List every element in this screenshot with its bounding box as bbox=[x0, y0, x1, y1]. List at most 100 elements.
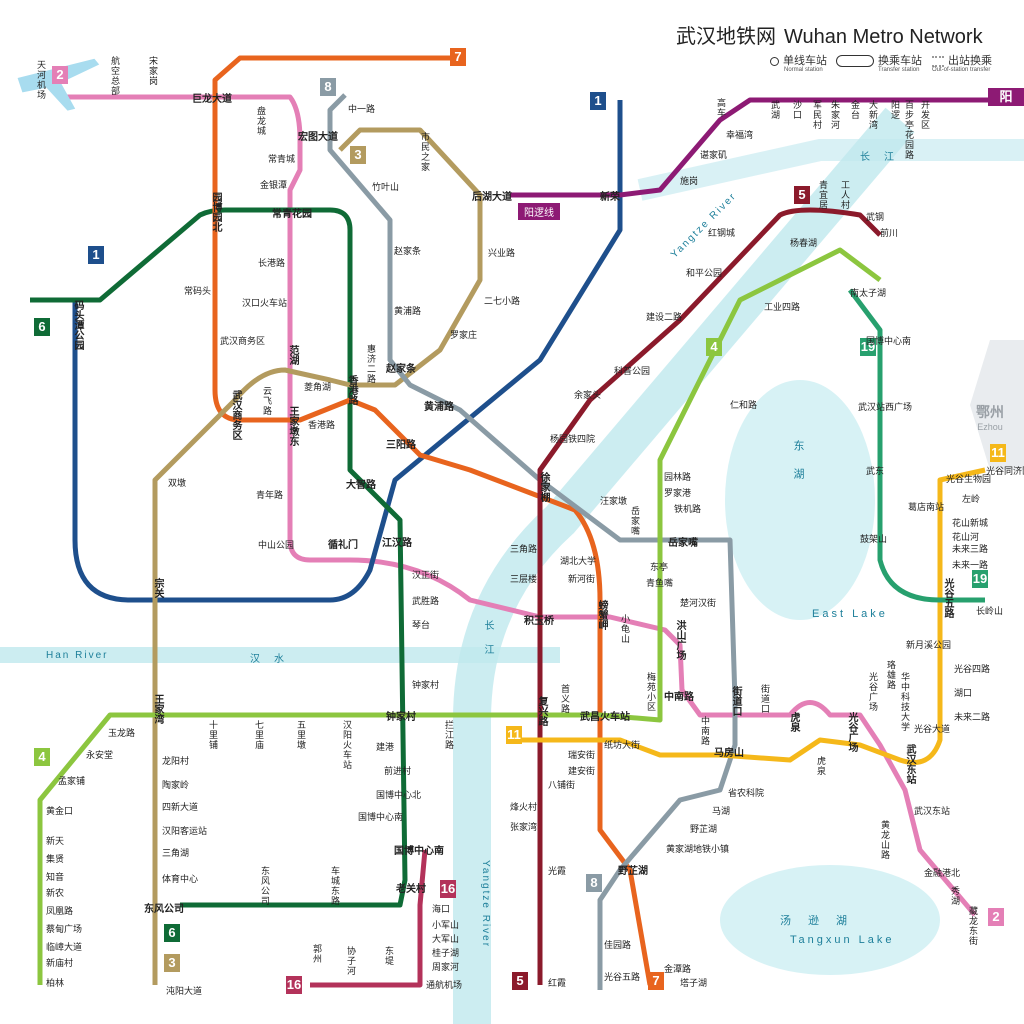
station-baotongsi[interactable]: 中南路 bbox=[700, 716, 710, 746]
station-zhujiahe[interactable]: 谌家矶 bbox=[700, 150, 728, 160]
station-wudong[interactable]: 国博中心南 bbox=[866, 336, 912, 346]
transfer-zongguan[interactable]: 宗关 bbox=[152, 578, 163, 598]
station-jiayuan[interactable]: 光谷大道 bbox=[914, 724, 951, 734]
station-bolin[interactable]: 柏林 bbox=[46, 978, 65, 988]
line-badge-19[interactable]: 19 bbox=[860, 338, 876, 356]
station-huiji2[interactable]: 惠济二路 bbox=[366, 344, 376, 384]
station-guanggu-avenue[interactable]: 华中科技大学 bbox=[900, 672, 910, 732]
station-sanjiaohu[interactable]: 三角湖 bbox=[162, 848, 190, 858]
station-hanyang-bus[interactable]: 汉阳客运站 bbox=[162, 826, 208, 836]
station-xudong[interactable]: 汪家墩 bbox=[600, 496, 628, 506]
station-zhifang[interactable]: 金潭路 bbox=[664, 964, 692, 974]
station-zhongshan[interactable]: 中山公园 bbox=[258, 540, 295, 550]
station-junmin[interactable]: 朱家河 bbox=[830, 100, 840, 130]
station-wusheng[interactable]: 琴台 bbox=[412, 620, 431, 630]
transfer-xunlimen[interactable]: 循礼门 bbox=[328, 540, 358, 551]
station-jixian[interactable]: 集贤 bbox=[46, 854, 65, 864]
station-gaoche[interactable]: 武湖 bbox=[770, 100, 780, 120]
transfer-fanhu[interactable]: 范湖 bbox=[287, 345, 298, 365]
transfer-xianggang[interactable]: 香港路 bbox=[346, 375, 357, 405]
transfer-guanggu-5th[interactable]: 光谷五路 bbox=[942, 578, 953, 618]
station-linzhang[interactable]: 临嶂大道 bbox=[46, 942, 83, 952]
station-gujiashan[interactable]: 武汉站西广场 bbox=[858, 402, 913, 412]
station-guobo-north[interactable]: 国博中心南 bbox=[358, 812, 404, 822]
station-tiejilu[interactable]: 铁机路 bbox=[674, 504, 702, 514]
transfer-yuejiazui[interactable]: 岳家嘴 bbox=[668, 538, 698, 549]
station-changlingshan[interactable]: 花山新城 bbox=[952, 518, 989, 528]
station-wugang[interactable]: 武钢 bbox=[866, 212, 885, 222]
station-jianan[interactable]: 建安街 bbox=[568, 766, 596, 776]
station-jiangcheng-ave[interactable]: 车城东路 bbox=[330, 866, 340, 906]
station-shengnongke[interactable]: 野芷湖 bbox=[690, 824, 718, 834]
station-qinglong[interactable]: 高车 bbox=[716, 98, 726, 118]
transfer-jianghan[interactable]: 江汉路 bbox=[382, 538, 412, 549]
station-qilimiao[interactable]: 七里庙 bbox=[254, 720, 264, 750]
station-fenglin[interactable]: 桂子湖 bbox=[432, 948, 460, 958]
station-shakou[interactable]: 军民村 bbox=[812, 100, 822, 130]
transfer-xujiapeng[interactable]: 徐家棚 bbox=[538, 472, 549, 502]
line-badge-7-b[interactable]: 7 bbox=[648, 972, 664, 990]
station-tiyu[interactable]: 体育中心 bbox=[162, 874, 199, 884]
station-qianjin[interactable]: 国博中心北 bbox=[376, 790, 422, 800]
station-zhongyi[interactable]: 赵家条 bbox=[394, 246, 422, 256]
transfer-wuhan-east[interactable]: 武汉东站 bbox=[904, 744, 915, 784]
line-badge-4[interactable]: 4 bbox=[706, 338, 722, 356]
station-hukou[interactable]: 未来二路 bbox=[954, 712, 991, 722]
station-zhiyin[interactable]: 知音 bbox=[46, 872, 65, 882]
station-daxinwan[interactable]: 百步亭花园路 bbox=[904, 100, 914, 160]
station-qingnian[interactable]: 青年路 bbox=[256, 490, 284, 500]
station-guizihu[interactable]: 通航机场 bbox=[426, 980, 463, 990]
transfer-houhu[interactable]: 后湖大道 bbox=[472, 192, 512, 203]
station-baoxie[interactable]: 未来三路 bbox=[952, 544, 989, 554]
transfer-julong[interactable]: 巨龙大道 bbox=[192, 94, 232, 105]
station-xiaojunshan[interactable]: 大军山 bbox=[432, 934, 460, 944]
station-qushuilou[interactable]: 香港路 bbox=[308, 420, 336, 430]
station-checheng-east[interactable]: 东风公司 bbox=[260, 866, 270, 906]
station-mengjiapu[interactable]: 孟家铺 bbox=[58, 776, 86, 786]
station-xingfuwan[interactable]: 施岗 bbox=[680, 176, 699, 186]
transfer-changqing[interactable]: 常青花园 bbox=[272, 209, 312, 220]
line-badge-7[interactable]: 7 bbox=[450, 48, 466, 66]
station-changqingcheng[interactable]: 常青城 bbox=[268, 154, 296, 164]
transfer-zhongnan[interactable]: 中南路 bbox=[664, 692, 694, 703]
station-kepu[interactable]: 科普公园 bbox=[614, 366, 651, 376]
station-hangkong[interactable]: 航空总部 bbox=[110, 56, 120, 96]
line-badge-16-b[interactable]: 16 bbox=[286, 976, 302, 994]
station-gongrencun[interactable]: 工人村 bbox=[840, 180, 850, 210]
station-guanggu6[interactable]: 未来一路 bbox=[952, 560, 989, 570]
station-honggangcheng[interactable]: 红钢城 bbox=[708, 228, 736, 238]
station-meiyuan[interactable]: 梅苑小区 bbox=[646, 672, 656, 712]
station-wangjiadun2[interactable]: 岳家嘴 bbox=[630, 506, 640, 536]
station-luojiagang[interactable]: 罗家港 bbox=[664, 488, 692, 498]
station-taojialing[interactable]: 陶家岭 bbox=[162, 780, 190, 790]
transfer-pangxiejia[interactable]: 螃蟹岬 bbox=[596, 600, 607, 630]
station-sancenglou[interactable]: 三层楼 bbox=[510, 574, 538, 584]
station-xiaoguishan[interactable]: 小龟山 bbox=[620, 614, 630, 644]
station-huashan-new[interactable]: 武东 bbox=[866, 466, 885, 476]
station-hankou-railway[interactable]: 汉口火车站 bbox=[242, 298, 288, 308]
line-badge-11-b[interactable]: 11 bbox=[990, 444, 1006, 462]
station-jintan[interactable]: 中一路 bbox=[348, 104, 376, 114]
station-xinmiao[interactable]: 新庙村 bbox=[46, 958, 74, 968]
station-sanjiaolu[interactable]: 三角路 bbox=[510, 544, 538, 554]
transfer-xinrong[interactable]: 新荣 bbox=[600, 192, 620, 203]
line-badge-5-b[interactable]: 5 bbox=[512, 972, 528, 990]
station-shuangdun[interactable]: 双墩 bbox=[168, 478, 187, 488]
line-badge-16[interactable]: 16 bbox=[440, 880, 456, 898]
station-panlongcheng[interactable]: 盘龙城 bbox=[256, 106, 266, 136]
station-wulidun[interactable]: 五里墩 bbox=[296, 720, 306, 750]
transfer-guobo-south[interactable]: 国博中心南 bbox=[394, 846, 444, 857]
station-yuanlin[interactable]: 园林路 bbox=[664, 472, 692, 482]
station-yuanboyuan[interactable]: 常码头 bbox=[184, 286, 212, 296]
station-dajunshan[interactable]: 周家河 bbox=[432, 962, 460, 972]
station-bapu[interactable]: 八铺街 bbox=[548, 780, 576, 790]
station-jinyintan[interactable]: 金银潭 bbox=[260, 180, 288, 190]
station-wenzhi[interactable]: 省农科院 bbox=[728, 788, 765, 798]
station-guanggu4[interactable]: 新月溪公园 bbox=[906, 640, 952, 650]
station-whz-west-sq[interactable]: 南太子湖 bbox=[850, 288, 887, 298]
station-xinyuexi[interactable]: 长岭山 bbox=[976, 606, 1004, 616]
station-guangxia[interactable]: 光霞 bbox=[548, 866, 567, 876]
station-changganglu[interactable]: 长港路 bbox=[258, 258, 286, 268]
line-badge-yangluo[interactable]: 阳逻线 bbox=[988, 88, 1024, 140]
station-lanjiang[interactable]: 拦江路 bbox=[444, 720, 454, 750]
